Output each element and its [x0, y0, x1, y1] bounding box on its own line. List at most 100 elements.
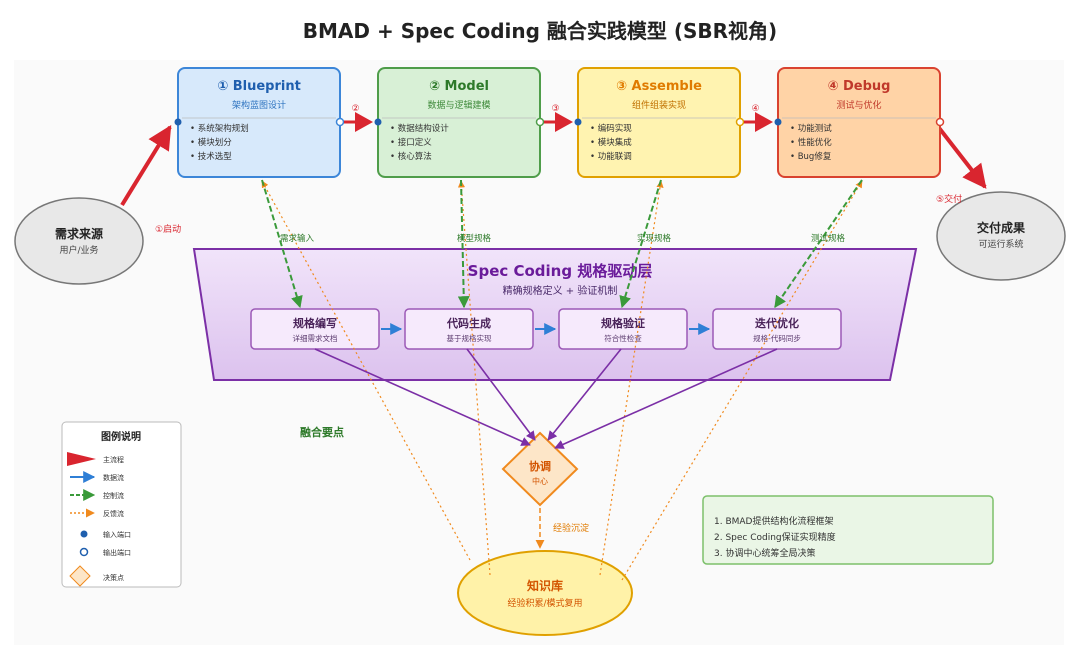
spec-to-coordination-arrow	[554, 348, 778, 449]
legend-decision-label: 决策点	[103, 573, 124, 582]
deliver-label: ⑤交付	[936, 193, 962, 205]
stage-subtitle: 组件组装实现	[632, 99, 686, 111]
stage-item: • Bug修复	[790, 151, 832, 162]
stage-item: • 功能联调	[590, 151, 632, 162]
page-title: BMAD + Spec Coding 融合实践模型 (SBR视角)	[303, 19, 777, 43]
start-arrow	[120, 124, 172, 207]
fusion-points-frame	[702, 495, 994, 565]
coordination-title: 协调	[529, 459, 551, 473]
feedback-flow-arrow	[261, 180, 471, 561]
legend-input-port-label: 输入端口	[103, 530, 131, 539]
stage-item: • 模块划分	[190, 137, 232, 148]
spec-layer-title: Spec Coding 规格驱动层	[468, 262, 653, 280]
delivery-result-subtitle: 可运行系统	[978, 238, 1023, 250]
spec-layer-subtitle: 精确规格定义 + 验证机制	[503, 284, 618, 297]
stage-item: • 技术选型	[190, 151, 232, 162]
spec-link-label: 测试规格	[811, 233, 846, 244]
spec-to-coordination-arrow	[547, 348, 622, 441]
fusion-point-2: 2. Spec Coding保证实现精度	[714, 531, 836, 543]
stage-item: • 系统架构规划	[190, 123, 249, 134]
main-flow-arrow: ④	[744, 104, 773, 132]
coordination-diamond	[501, 431, 579, 507]
input-port-icon	[574, 118, 582, 126]
knowledge-base-title: 知识库	[526, 578, 563, 593]
deliver-arrow	[934, 122, 987, 189]
legend-main-label: 主流程	[103, 455, 124, 464]
output-port-icon	[935, 117, 945, 127]
stage-title: ③ Assemble	[616, 79, 702, 94]
spec-link-label: 需求输入	[280, 233, 315, 244]
output-port-icon	[535, 117, 545, 127]
spec-step-subtitle: 基于规格实现	[447, 333, 492, 343]
output-port-icon	[335, 117, 345, 127]
legend-frame	[61, 421, 182, 588]
stage-subtitle: 测试与优化	[836, 99, 881, 111]
main-flow-arrow: ③	[544, 104, 573, 132]
requirement-source: 需求来源 用户/业务	[14, 197, 144, 285]
start-label: ①启动	[155, 223, 181, 235]
fusion-point-1: 1. BMAD提供结构化流程框架	[714, 515, 833, 527]
stage-item: • 接口定义	[390, 137, 432, 148]
spec-step-title: 代码生成	[446, 316, 491, 330]
feedback-flow-arrow	[599, 180, 664, 576]
spec-link-label: 模型规格	[457, 233, 492, 244]
spec-step-box[interactable]	[558, 308, 688, 350]
main-flow-label: ③	[551, 104, 559, 114]
output-port-icon	[735, 117, 745, 127]
main-flow-head	[355, 112, 373, 132]
stage-subtitle: 架构蓝图设计	[232, 99, 286, 111]
requirement-source-shape	[14, 197, 144, 285]
knowledge-base-subtitle: 经验积累/模式复用	[507, 597, 582, 609]
stage-item: • 模块集成	[590, 137, 632, 148]
stage-title: ④ Debug	[827, 79, 890, 94]
stage-title: ② Model	[429, 79, 489, 94]
spec-step-box[interactable]	[404, 308, 534, 350]
knowledge-base: 知识库 经验积累/模式复用	[457, 550, 633, 636]
legend-output-port-icon	[79, 547, 89, 557]
stage-item: • 功能测试	[790, 123, 832, 134]
fusion-points-box: 1. BMAD提供结构化流程框架 2. Spec Coding保证实现精度 3.…	[702, 495, 994, 565]
spec-to-coordination-arrow	[314, 348, 531, 446]
fusion-point-3: 3. 协调中心统筹全局决策	[714, 547, 815, 559]
stage-item: • 性能优化	[790, 137, 832, 148]
stage-item: • 数据结构设计	[390, 123, 449, 134]
legend-data-label: 数据流	[103, 473, 124, 482]
control-flow-arrow	[774, 179, 863, 308]
main-flow-arrow: ②	[344, 104, 373, 132]
legend-main-arrow	[67, 452, 96, 466]
spec-step-subtitle: 规格-代码同步	[753, 333, 801, 343]
coordination-subtitle: 中心	[532, 476, 548, 486]
control-flow-arrow	[261, 179, 303, 309]
main-flow-head	[555, 112, 573, 132]
input-port-icon	[174, 118, 182, 126]
fusion-title: 融合要点	[300, 425, 344, 439]
knowledge-base-shape	[457, 550, 633, 636]
delivery-result-title: 交付成果	[977, 220, 1025, 235]
stage-debug[interactable]: ④ Debug 测试与优化 • 功能测试 • 性能优化 • Bug修复	[774, 67, 945, 178]
spec-to-coordination-arrow	[466, 348, 536, 441]
feedback-flow-arrow	[457, 180, 491, 576]
main-flow-label: ②	[351, 104, 359, 114]
spec-layer: Spec Coding 规格驱动层 精确规格定义 + 验证机制 规格编写详细需求…	[192, 248, 918, 381]
spec-step-title: 规格验证	[601, 316, 645, 330]
spec-step-subtitle: 符合性检查	[604, 333, 642, 343]
delivery-result-shape	[936, 191, 1066, 281]
spec-link-label: 实现规格	[637, 233, 672, 244]
requirement-source-subtitle: 用户/业务	[59, 244, 98, 256]
legend-control-label: 控制流	[103, 491, 124, 500]
requirement-source-title: 需求来源	[55, 226, 103, 241]
legend-feedback-label: 反馈流	[103, 509, 124, 518]
legend-decision-icon	[69, 565, 91, 587]
spec-step-title: 规格编写	[293, 316, 337, 330]
legend-title: 图例说明	[101, 430, 141, 443]
main-flow-label: ④	[751, 104, 759, 114]
